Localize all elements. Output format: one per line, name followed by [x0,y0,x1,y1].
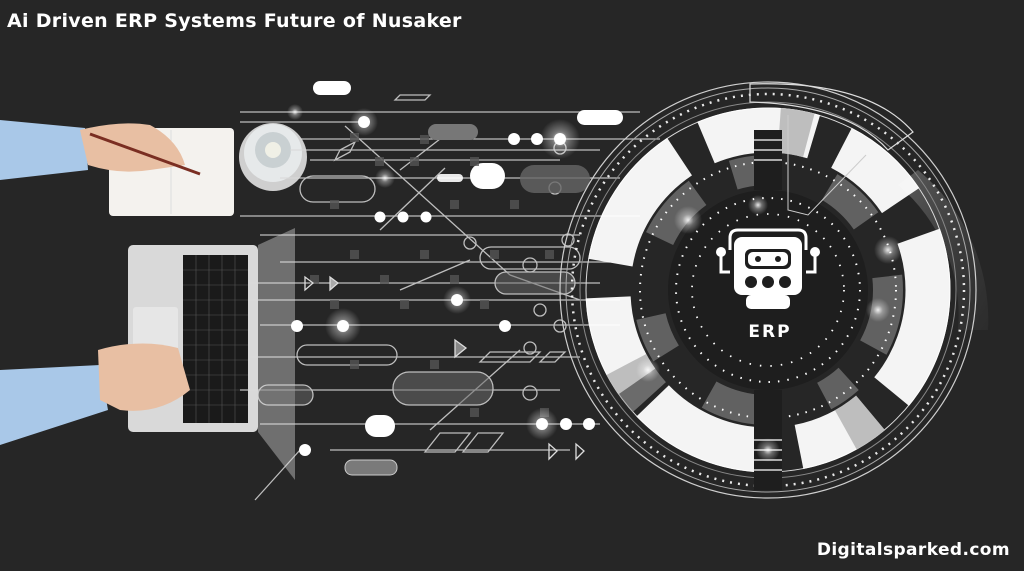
typing-hand [0,343,190,445]
robot-icon [716,228,820,309]
erp-hub-label: ERP [748,322,792,342]
pencil-hand [0,120,201,180]
site-watermark: Digitalsparked.com [816,540,1010,560]
erp-hud-ring [559,81,989,499]
page-title: Ai Driven ERP Systems Future of Nusaker [7,10,462,32]
glow-lights [287,104,580,440]
circuit-lines [240,94,660,501]
play-arrows [304,275,585,461]
succulent-plant [239,123,307,191]
